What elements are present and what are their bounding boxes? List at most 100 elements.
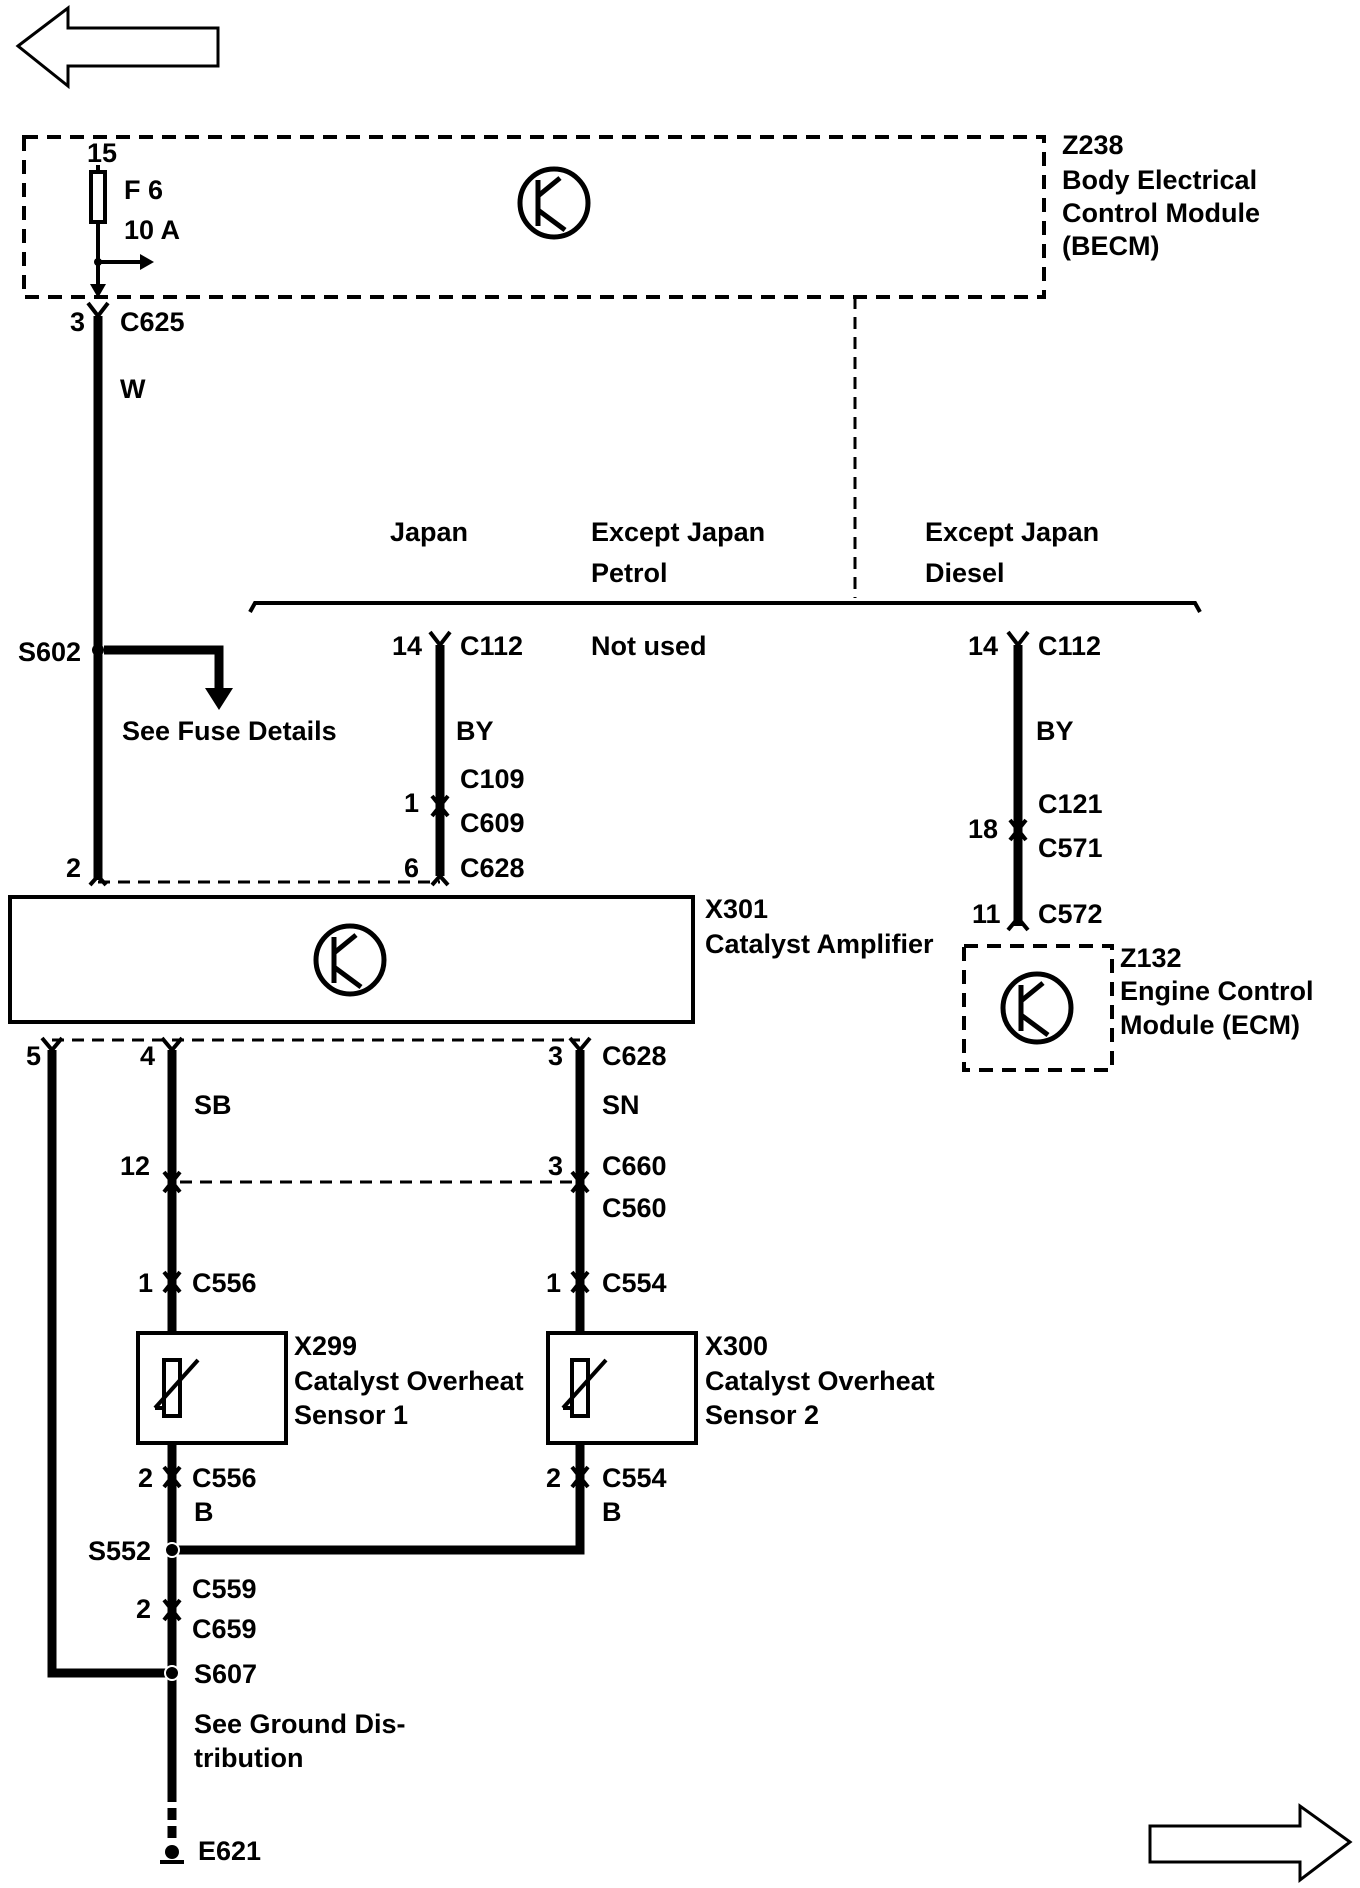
variant-petrol-2: Petrol <box>591 558 668 588</box>
forward-arrow-icon[interactable] <box>1148 1803 1353 1884</box>
c659-pin: 2 <box>136 1594 151 1624</box>
variant-diesel-2: Diesel <box>925 558 1005 588</box>
amp-pin4: 4 <box>140 1041 155 1071</box>
sensor1-name-2: Sensor 1 <box>294 1400 408 1430</box>
becm-transistor-icon <box>517 166 591 240</box>
back-arrow-icon[interactable] <box>15 4 220 90</box>
c628b-label: C628 <box>602 1041 667 1071</box>
c112a-label: C112 <box>460 631 523 661</box>
sensor2-name-1: Catalyst Overheat <box>705 1366 935 1396</box>
ecm-module-box <box>962 944 1114 1072</box>
c628a-label: C628 <box>460 853 525 883</box>
ecm-name-2: Module (ECM) <box>1120 1010 1300 1040</box>
amplifier-name: Catalyst Amplifier <box>705 929 934 959</box>
wire-w-label: W <box>120 374 146 404</box>
sensor1-name-1: Catalyst Overheat <box>294 1366 524 1396</box>
c112a-pin: 14 <box>392 631 422 661</box>
c659-label: C659 <box>192 1614 257 1644</box>
c571-label: C571 <box>1038 833 1103 863</box>
wire-sn-label: SN <box>602 1090 640 1120</box>
c554a-label: C554 <box>602 1268 667 1298</box>
s552-label: S552 <box>88 1536 151 1566</box>
c609-label: C609 <box>460 808 525 838</box>
sensor1-box <box>136 1331 288 1445</box>
connector-c659-icon <box>162 1598 182 1622</box>
amplifier-module-box <box>8 895 695 1024</box>
splice-s552-icon <box>164 1542 180 1558</box>
wire-b1-label: B <box>194 1497 214 1527</box>
becm-name-2: Control Module <box>1062 198 1260 228</box>
connector-c572-icon <box>1006 914 1030 932</box>
ecm-name-1: Engine Control <box>1120 976 1313 1006</box>
c560-label: C560 <box>602 1193 667 1223</box>
c559-label: C559 <box>192 1574 257 1604</box>
ground-note-1: See Ground Dis- <box>194 1709 406 1739</box>
becm-id: Z238 <box>1062 130 1124 160</box>
e621-label: E621 <box>198 1836 261 1866</box>
wire-s552-join <box>172 1543 585 1555</box>
amplifier-transistor-icon <box>313 923 387 997</box>
connector-c628a-icon <box>430 872 450 887</box>
amp-pin5: 5 <box>26 1041 41 1071</box>
c121-label: C121 <box>1038 789 1103 819</box>
c625-label: C625 <box>120 307 185 337</box>
variant-bar <box>248 601 1202 613</box>
c112b-pin: 14 <box>968 631 998 661</box>
c556a-label: C556 <box>192 1268 257 1298</box>
becm-module-box <box>22 135 1046 299</box>
fuse-rating-label: 10 A <box>124 215 180 245</box>
wire-by2-label: BY <box>1036 716 1074 746</box>
connector-c625-icon <box>86 301 110 320</box>
connector-c556a-icon <box>162 1270 182 1294</box>
wire-ground-return <box>47 1050 172 1678</box>
connector-c660-icon <box>162 1170 590 1194</box>
variant-diesel-1: Except Japan <box>925 517 1099 547</box>
fuse-details-note: See Fuse Details <box>122 716 337 746</box>
connector-c609-icon <box>430 794 450 818</box>
c112b-label: C112 <box>1038 631 1101 661</box>
c609-pin: 1 <box>404 788 419 818</box>
c660-label: C660 <box>602 1151 667 1181</box>
c660-pin-left: 12 <box>120 1151 150 1181</box>
ground-note-2: tribution <box>194 1743 303 1773</box>
sensor2-name-2: Sensor 2 <box>705 1400 819 1430</box>
fuse-name-label: F 6 <box>124 175 163 205</box>
connector-c112b-icon <box>1006 630 1030 649</box>
thermistor-2-icon <box>561 1358 608 1418</box>
wire-b2-label: B <box>602 1497 622 1527</box>
fuse-f6-icon <box>89 165 154 298</box>
c554b-label: C554 <box>602 1463 667 1493</box>
becm-name-1: Body Electrical <box>1062 165 1257 195</box>
s602-label: S602 <box>18 637 81 667</box>
c554b-pin: 2 <box>546 1463 561 1493</box>
not-used-note: Not used <box>591 631 707 661</box>
connector-c571-icon <box>1008 818 1028 842</box>
c556b-label: C556 <box>192 1463 257 1493</box>
becm-name-3: (BECM) <box>1062 231 1159 261</box>
c625-pin: 3 <box>70 307 85 337</box>
c628a-pin: 6 <box>404 853 419 883</box>
amplifier-id: X301 <box>705 894 768 924</box>
splice-s607-icon <box>164 1665 180 1681</box>
variant-petrol-1: Except Japan <box>591 517 765 547</box>
ground-e621-icon <box>160 1845 184 1864</box>
wire-sb-label: SB <box>194 1090 232 1120</box>
c628b-pin: 3 <box>548 1041 563 1071</box>
c572-pin: 11 <box>972 899 1001 929</box>
connector-c554a-icon <box>570 1270 590 1294</box>
thermistor-1-icon <box>153 1358 200 1418</box>
sensor1-id: X299 <box>294 1331 357 1361</box>
sensor2-id: X300 <box>705 1331 768 1361</box>
ecm-transistor-icon <box>1000 971 1074 1045</box>
fuse-details-branch <box>104 645 224 688</box>
wire-by1-label: BY <box>456 716 494 746</box>
ecm-id: Z132 <box>1120 943 1182 973</box>
splice-s602-icon <box>92 644 104 656</box>
connector-c112a-icon <box>428 630 452 649</box>
s607-label: S607 <box>194 1659 257 1689</box>
connector-c554b-icon <box>570 1465 590 1489</box>
fuse-circuit-label: 15 <box>87 138 117 168</box>
variant-japan: Japan <box>390 517 468 547</box>
c556a-pin: 1 <box>138 1268 153 1298</box>
connector-c556b-icon <box>162 1465 182 1489</box>
